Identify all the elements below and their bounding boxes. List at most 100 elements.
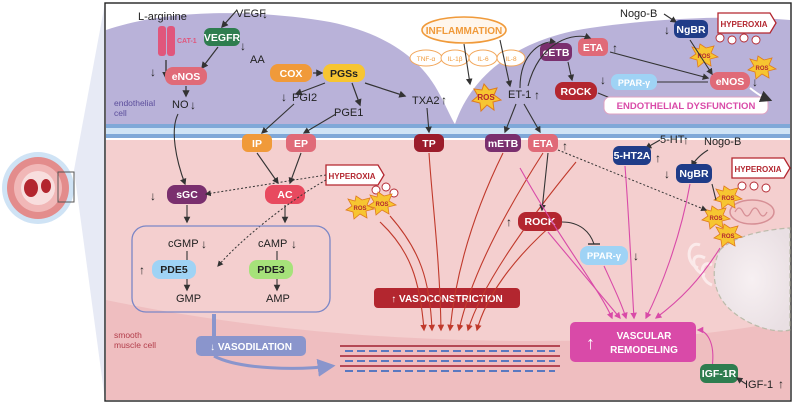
eetb-label: eETB <box>543 47 570 59</box>
pge1-label: PGE1 <box>334 107 363 119</box>
gmp-label: GMP <box>176 293 201 305</box>
ros-bubbles-mid <box>371 182 399 198</box>
svg-text:↑: ↑ <box>506 215 512 229</box>
svg-text:↑: ↑ <box>139 263 145 277</box>
pparg-ec: PPAR-γ <box>611 74 657 90</box>
camp-label: cAMP <box>258 238 287 250</box>
ros-burst-right-a: ROS <box>713 185 744 210</box>
svg-text:↓: ↓ <box>150 65 156 79</box>
ac-label: AC <box>277 189 293 201</box>
igf1-label: IGF-1 <box>745 379 773 391</box>
hyperoxia-mid: HYPEROXIA <box>325 164 385 186</box>
5ht-label: 5-HT <box>660 134 685 146</box>
il8-label: IL-8 <box>505 56 517 63</box>
metb-label: mETB <box>488 138 519 150</box>
et1-label: ET-1 <box>508 89 531 101</box>
contractile-filaments <box>340 345 560 372</box>
svg-text:↓: ↓ <box>752 75 758 89</box>
pparg-ec-label: PPAR-γ <box>618 78 650 88</box>
ros-burst-right-b: ROS <box>701 205 732 230</box>
hyperoxia-mid-label: HYPEROXIA <box>328 172 375 181</box>
svg-text:↑: ↑ <box>683 133 689 147</box>
igf1r-receptor: IGF-1R <box>700 364 738 383</box>
enos-right: eNOS <box>710 72 750 90</box>
rock-smc-label: ROCK <box>525 216 556 228</box>
l-arginine-label: L-arginine <box>138 11 187 23</box>
svg-text:↑: ↑ <box>655 151 661 165</box>
svg-text:ROS: ROS <box>375 202 388 208</box>
hyperoxia-top-label: HYPEROXIA <box>720 20 767 29</box>
enos-left: eNOS <box>165 67 207 85</box>
tnf-alpha-label: TNF-α <box>417 56 436 63</box>
hyperoxia-top: HYPEROXIA <box>717 12 777 34</box>
ros-burst-right-c: ROS <box>713 223 744 248</box>
pgss-enzyme: PGSs <box>323 64 365 82</box>
nogo-b-top-label: Nogo-B <box>620 8 657 20</box>
rock-ec-label: ROCK <box>561 86 592 98</box>
hyperoxia-right-label: HYPEROXIA <box>734 165 781 174</box>
svg-text:↓: ↓ <box>190 98 196 112</box>
ros-burst-mid-a: ROS <box>345 195 376 220</box>
eta-smc-receptor: ETA <box>528 134 558 152</box>
ngbr-top-receptor: NgBR <box>674 20 708 38</box>
cgmp-label: cGMP <box>168 238 199 250</box>
cat1-label: CAT-1 <box>177 38 197 45</box>
svg-text:ROS: ROS <box>697 54 710 60</box>
eetb-receptor: eETB <box>540 43 572 61</box>
igf1r-label: IGF-1R <box>702 368 737 380</box>
il6-label: IL-6 <box>477 56 489 63</box>
ros-center-label: ROS <box>477 93 495 102</box>
sgc-label: sGC <box>176 189 198 201</box>
pde3-label: PDE3 <box>257 264 285 276</box>
ac-enzyme: AC <box>265 185 305 204</box>
svg-text:↑: ↑ <box>586 333 595 353</box>
ip-label: IP <box>252 138 262 150</box>
endothelial-dysfunction-label: ENDOTHELIAL DYSFUNCTION <box>617 101 756 112</box>
vasoconstriction-arrows <box>379 152 577 332</box>
svg-text:↓: ↓ <box>291 237 297 251</box>
svg-text:↑ VASOCONSTRICTION: ↑ VASOCONSTRICTION <box>391 294 503 305</box>
basement-membrane <box>106 124 790 128</box>
svg-text:ROS: ROS <box>353 206 366 212</box>
svg-text:↓ VASODILATION: ↓ VASODILATION <box>210 342 292 353</box>
ros-burst-center: ROS <box>470 82 503 113</box>
nogo-b-mid-label: Nogo-B <box>704 136 741 148</box>
tp-label: TP <box>422 138 435 150</box>
vasodilation-banner: ↓ VASODILATION <box>196 336 306 356</box>
svg-text:ROS: ROS <box>709 216 722 222</box>
sgc-enzyme: sGC <box>167 185 207 204</box>
svg-text:↓: ↓ <box>150 189 156 203</box>
no-label: NO <box>172 99 189 111</box>
pde5-label: PDE5 <box>160 264 188 276</box>
endothelial-dysfunction-banner: ENDOTHELIAL DYSFUNCTION <box>603 96 769 115</box>
5ht2a-receptor: 5-HT2A <box>613 146 651 165</box>
cat1-transporter: CAT-1 <box>158 26 197 56</box>
svg-text:ROS: ROS <box>755 66 768 72</box>
svg-text:↓: ↓ <box>201 237 207 251</box>
txa2-label: TXA2 <box>412 95 440 107</box>
rock-smc: ROCK <box>518 212 562 231</box>
svg-text:↓: ↓ <box>262 7 268 21</box>
smc-nucleus <box>713 227 791 332</box>
hyperoxia-right: HYPEROXIA <box>731 157 791 179</box>
pparg-smc-label: PPAR-γ <box>587 251 622 262</box>
ep-receptor: EP <box>286 134 316 152</box>
il1b-label: IL-1β <box>448 56 463 63</box>
ngbr-smc-label: NgBR <box>679 168 709 180</box>
svg-text:↓: ↓ <box>664 167 670 181</box>
eta-ec-receptor: ETA <box>578 38 608 56</box>
cox-label: COX <box>280 68 303 80</box>
svg-text:↓: ↓ <box>600 73 606 87</box>
vegf-label: VEGF <box>236 8 266 20</box>
svg-text:↑: ↑ <box>534 88 540 102</box>
ros-bubbles-right <box>737 181 771 193</box>
svg-text:↑: ↑ <box>441 93 447 107</box>
pgss-label: PGSs <box>330 68 358 80</box>
svg-text:↓: ↓ <box>281 90 287 104</box>
vegfr-receptor: VEGFR <box>204 28 241 46</box>
rock-ec: ROCK <box>555 82 597 100</box>
inflammation-label: INFLAMMATION <box>426 26 502 37</box>
